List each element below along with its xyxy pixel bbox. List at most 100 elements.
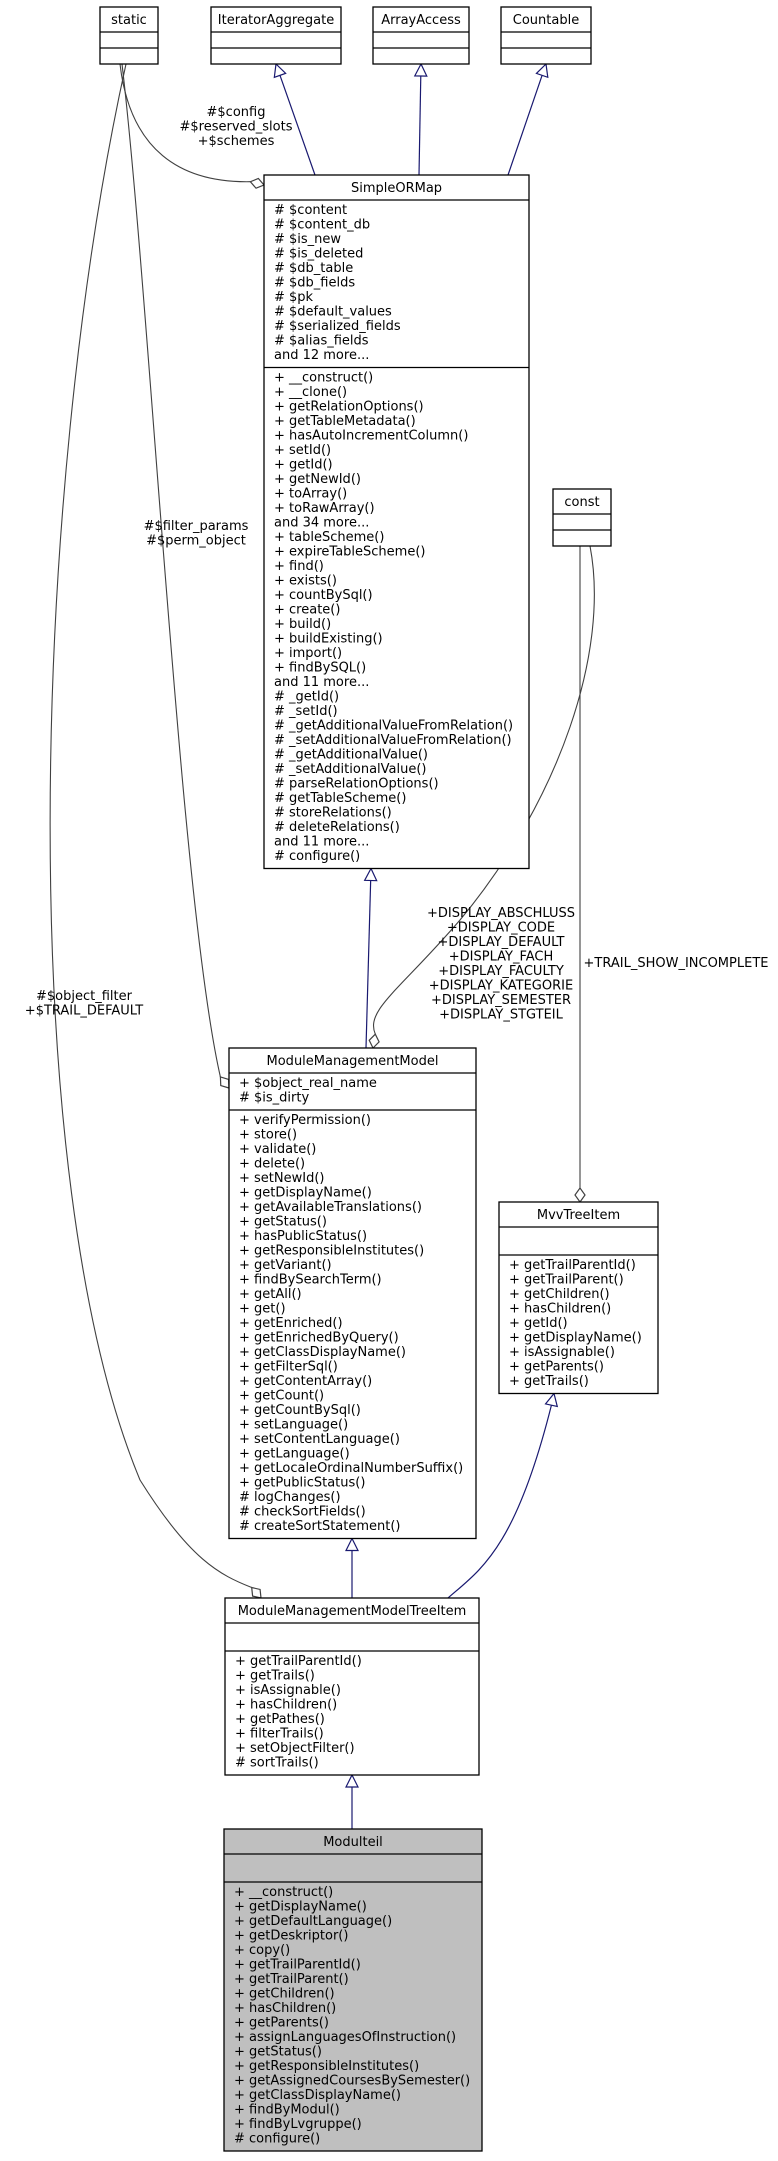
class-method: + getAvailableTranslations() [239,1200,422,1215]
class-method: + setContentLanguage() [239,1432,400,1447]
class-attribute: # $pk [274,290,314,305]
class-method: + filterTrails() [235,1727,324,1742]
class-method: # createSortStatement() [239,1519,401,1534]
class-modulemanagementmodeltreeitem[interactable]: ModuleManagementModelTreeItem+ getTrailP… [224,1597,480,1776]
class-method: + getTrailParent() [234,1972,349,1987]
class-box [372,6,470,65]
class-method: + getRelationOptions() [274,400,424,415]
class-attribute: + $object_real_name [239,1076,377,1091]
class-method: + getEnriched() [239,1316,343,1331]
class-method: + getStatus() [239,1215,327,1230]
class-method: + getDisplayName() [509,1331,642,1346]
class-method: + getResponsibleInstitutes() [234,2059,419,2074]
class-method: + exists() [274,574,337,589]
class-method: + copy() [234,1943,290,1958]
class-method: + getTrailParent() [509,1273,624,1288]
edge-label-line: +TRAIL_SHOW_INCOMPLETE [584,956,769,971]
class-method: # _setAdditionalValueFromRelation() [274,733,512,748]
class-method: and 11 more... [274,835,369,850]
class-method: + verifyPermission() [239,1113,371,1128]
class-attribute: # $db_table [274,261,353,276]
class-method: # storeRelations() [274,806,392,821]
class-method: + hasChildren() [235,1698,337,1713]
class-modulemanagementmodel[interactable]: ModuleManagementModel + $object_real_name… [228,1047,477,1540]
edge-label-const-mvvtreeitem: +TRAIL_SHOW_INCOMPLETE [584,956,769,971]
class-method: + getResponsibleInstitutes() [239,1244,424,1259]
edges [49,62,595,1829]
class-method: + getTrailParentId() [509,1258,636,1273]
edge-label-line: +$TRAIL_DEFAULT [25,1004,143,1019]
class-method: + getLanguage() [239,1447,350,1462]
class-name: ModuleManagementModel [267,1054,439,1069]
class-method: # _getAdditionalValue() [274,748,428,763]
edge-label-line: +DISPLAY_ABSCHLUSS [427,906,575,921]
class-box [224,1597,480,1776]
class-attribute: # $is_new [274,232,341,247]
class-method: + getTrailParentId() [235,1654,362,1669]
edge-label-line: +DISPLAY_KATEGORIE [429,979,573,994]
class-method: + assignLanguagesOfInstruction() [234,2030,456,2045]
class-method: + getEnrichedByQuery() [239,1331,399,1346]
class-method: + getChildren() [234,1987,335,2002]
edge-label-line: +DISPLAY_STGTEIL [439,1008,563,1023]
class-simpleormap[interactable]: SimpleORMap# $content# $content_db# $is_… [263,174,530,870]
class-method: # configure() [274,849,360,864]
class-modulteil[interactable]: Modulteil+ __construct()+ getDisplayName… [223,1828,483,2152]
edge-label-line: #$filter_params [144,519,249,534]
class-method: # checkSortFields() [239,1505,366,1520]
aggregation-diamond [368,1033,380,1050]
class-name: static [111,13,147,28]
class-box [99,6,159,65]
class-method: + setNewId() [239,1171,324,1186]
class-method: + store() [239,1128,297,1143]
class-iteratoraggregate[interactable]: IteratorAggregate [210,6,342,65]
edge-simpleormap-arrayaccess [418,75,422,176]
class-static[interactable]: static [99,6,159,65]
class-method: + getId() [509,1316,568,1331]
class-method: + __construct() [274,371,373,386]
edge-label-const-mmm: +DISPLAY_ABSCHLUSS+DISPLAY_CODE+DISPLAY_… [427,906,575,1023]
edge-mmm-simpleormap [365,880,372,1049]
edge-static-mmmti [49,63,252,1589]
class-box [500,6,592,65]
edge-label-static-simpleormap: #$config#$reserved_slots+$schemes [180,105,293,149]
class-method: + getDeskriptor() [234,1929,348,1944]
class-method: + getContentArray() [239,1374,372,1389]
class-method: # getTableScheme() [274,791,406,806]
class-method: + getChildren() [509,1287,610,1302]
class-arrayaccess[interactable]: ArrayAccess [372,6,470,65]
aggregation-diamond [249,177,266,189]
class-box [228,1047,477,1540]
class-attribute: and 12 more... [274,348,369,363]
class-method: + hasAutoIncrementColumn() [274,429,468,444]
class-method: and 11 more... [274,675,369,690]
class-method: + toRawArray() [274,501,375,516]
class-method: + setLanguage() [239,1418,348,1433]
class-const[interactable]: const [552,488,612,547]
class-method: + getAssignedCoursesBySemester() [234,2074,470,2089]
inheritance-arrowhead [363,867,378,882]
edge-label-static-mmmti: #$object_filter+$TRAIL_DEFAULT [25,989,143,1019]
edge-label-line: +DISPLAY_FACH [449,950,554,965]
class-method: + getParents() [234,2016,329,2031]
class-method: + getPublicStatus() [239,1476,365,1491]
class-attribute: # $is_deleted [274,247,363,262]
class-method: + get() [239,1302,286,1317]
class-box [223,1828,483,2152]
class-name: Modulteil [323,1835,383,1850]
edge-label-line: +$schemes [198,134,275,149]
class-method: + hasPublicStatus() [239,1229,367,1244]
class-countable[interactable]: Countable [500,6,592,65]
edge-simpleormap-iteratoraggregate [279,75,316,176]
inheritance-arrowhead [345,1537,359,1552]
class-method: + findByModul() [234,2103,340,2118]
class-method: + getDisplayName() [234,1900,367,1915]
class-method: + getCount() [239,1389,324,1404]
class-mvvtreeitem[interactable]: MvvTreeItem+ getTrailParentId()+ getTrai… [498,1201,659,1395]
class-method: + getTrailParentId() [234,1958,361,1973]
class-method: + getPathes() [235,1712,325,1727]
class-method: + getLocaleOrdinalNumberSuffix() [239,1461,463,1476]
class-method: + getFilterSql() [239,1360,338,1375]
class-method: + getNewId() [274,472,361,487]
